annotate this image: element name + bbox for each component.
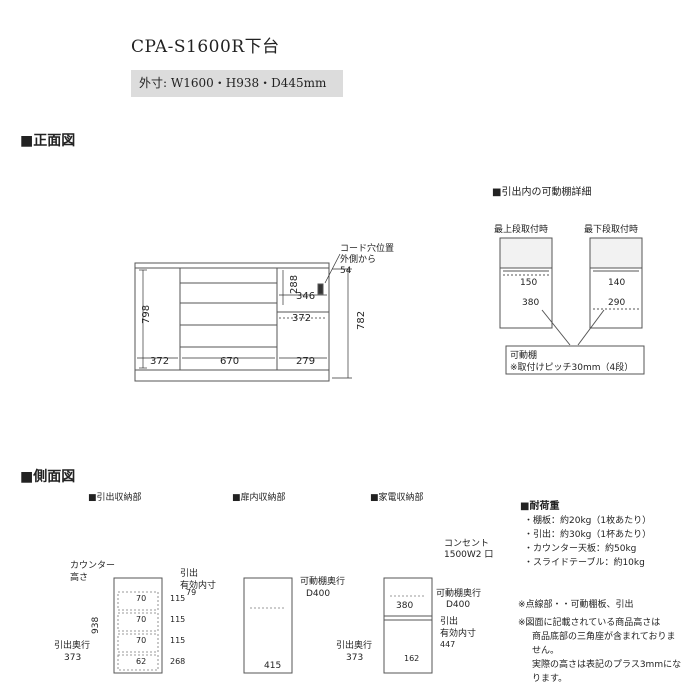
dim-938: 938 (91, 617, 101, 634)
detail-heading: ■引出内の可動棚詳細 (492, 187, 592, 198)
dim-162: 162 (404, 654, 420, 663)
load-item: ・引出：約30kg（1杯あたり） (524, 530, 652, 540)
drawer-top-dim: 79 (186, 588, 197, 597)
outlet-label-1: コンセント (444, 538, 489, 549)
shelf-depth-label: 可動棚奥行 (300, 575, 345, 587)
drawer-dim: 70 (136, 615, 147, 624)
dim-782: 782 (356, 311, 367, 330)
load-item: ・スライドテーブル：約10kg (524, 558, 645, 568)
drawer-label-1: 引出 (180, 567, 198, 579)
width-415: 415 (264, 661, 281, 671)
depth-373-2: 373 (346, 653, 363, 663)
note-line: ります。 (532, 674, 568, 684)
load-heading: ■耐荷重 (520, 501, 560, 512)
callout-text: ※取付けピッチ30mm（4段） (510, 361, 633, 373)
load-item: ・棚板：約20kg（1枚あたり） (524, 516, 652, 526)
model-title: CPA-S1600R下台 (131, 37, 280, 57)
callout-title: 可動棚 (510, 349, 537, 361)
counter-label-2: 高さ (70, 571, 88, 583)
load-list: ・棚板：約20kg（1枚あたり） ・引出：約30kg（1杯あたり） ・カウンター… (524, 514, 651, 570)
note-line: ※点線部・・可動棚板、引出 (518, 600, 634, 610)
drawer-dim: 70 (136, 594, 147, 603)
drawer-dim: 70 (136, 636, 147, 645)
note-line: 商品底部の三角座が含まれておりま (532, 632, 676, 642)
cord-note-2: 外側から (340, 253, 376, 265)
drawer-inner-dims: 115 115 115 268 (170, 588, 185, 672)
outlet-label-2: 1500W2 口 (444, 550, 493, 560)
drawer-label-2: 有効内寸 (180, 579, 216, 591)
detail-bottom-140: 140 (608, 278, 625, 288)
outer-dimensions: 外寸: W1600・H938・D445mm (131, 70, 343, 97)
drawer-inner: 115 (170, 615, 186, 624)
drawer2-label-2: 有効内寸 (440, 627, 476, 639)
shelf-depth-label-2: 可動棚奥行 (436, 587, 481, 599)
detail-bottom-label: 最下段取付時 (584, 223, 638, 235)
depth-373: 373 (64, 653, 81, 663)
note-line: ※図面に記載されている商品高さは (518, 618, 661, 628)
side-view-heading: ■側面図 (20, 469, 76, 485)
drawer-inner: 115 (170, 594, 186, 603)
detail-bottom-290: 290 (608, 298, 625, 308)
shelf-depth-d400: D400 (306, 589, 330, 599)
door-storage-title: ■扉内収納部 (232, 491, 286, 503)
note-line: 実際の高さは表記のプラス3mmにな (532, 660, 682, 670)
note-line: せん。 (532, 646, 560, 656)
dim-447: 447 (440, 640, 456, 649)
detail-top-150: 150 (520, 278, 537, 288)
drawer-storage-title: ■引出収納部 (88, 491, 142, 503)
drawer-dim: 62 (136, 657, 147, 666)
depth-label: 引出奥行 (54, 639, 90, 651)
load-item: ・カウンター天板：約50kg (524, 544, 637, 554)
dim-798: 798 (141, 305, 152, 324)
counter-label-1: カウンター (70, 560, 115, 571)
drawer2-label-1: 引出 (440, 615, 458, 627)
notes-block: ※点線部・・可動棚板、引出 ※図面に記載されている商品高さは 商品底部の三角座が… (518, 598, 696, 686)
drawer-dims: 70 70 70 62 (136, 588, 146, 672)
dim-288: 288 (289, 275, 300, 294)
front-view-heading: ■正面図 (20, 133, 76, 149)
dim-372-left: 372 (150, 356, 169, 367)
drawer-inner: 115 (170, 636, 186, 645)
shelf-depth-d400-2: D400 (446, 600, 470, 610)
detail-top-380: 380 (522, 298, 539, 308)
cord-note-1: コード穴位置 (340, 242, 394, 254)
dim-670: 670 (220, 356, 239, 367)
cord-note-3: 54 (340, 266, 352, 276)
dim-372-right: 372 (292, 313, 311, 324)
detail-top-label: 最上段取付時 (494, 223, 548, 235)
width-380: 380 (396, 601, 413, 611)
front-cabinet-outline (134, 262, 330, 382)
dim-346: 346 (296, 291, 315, 302)
appliance-storage-title: ■家電収納部 (370, 491, 424, 503)
dim-279: 279 (296, 356, 315, 367)
depth-label-2: 引出奥行 (336, 639, 372, 651)
drawer-inner: 268 (170, 657, 186, 666)
